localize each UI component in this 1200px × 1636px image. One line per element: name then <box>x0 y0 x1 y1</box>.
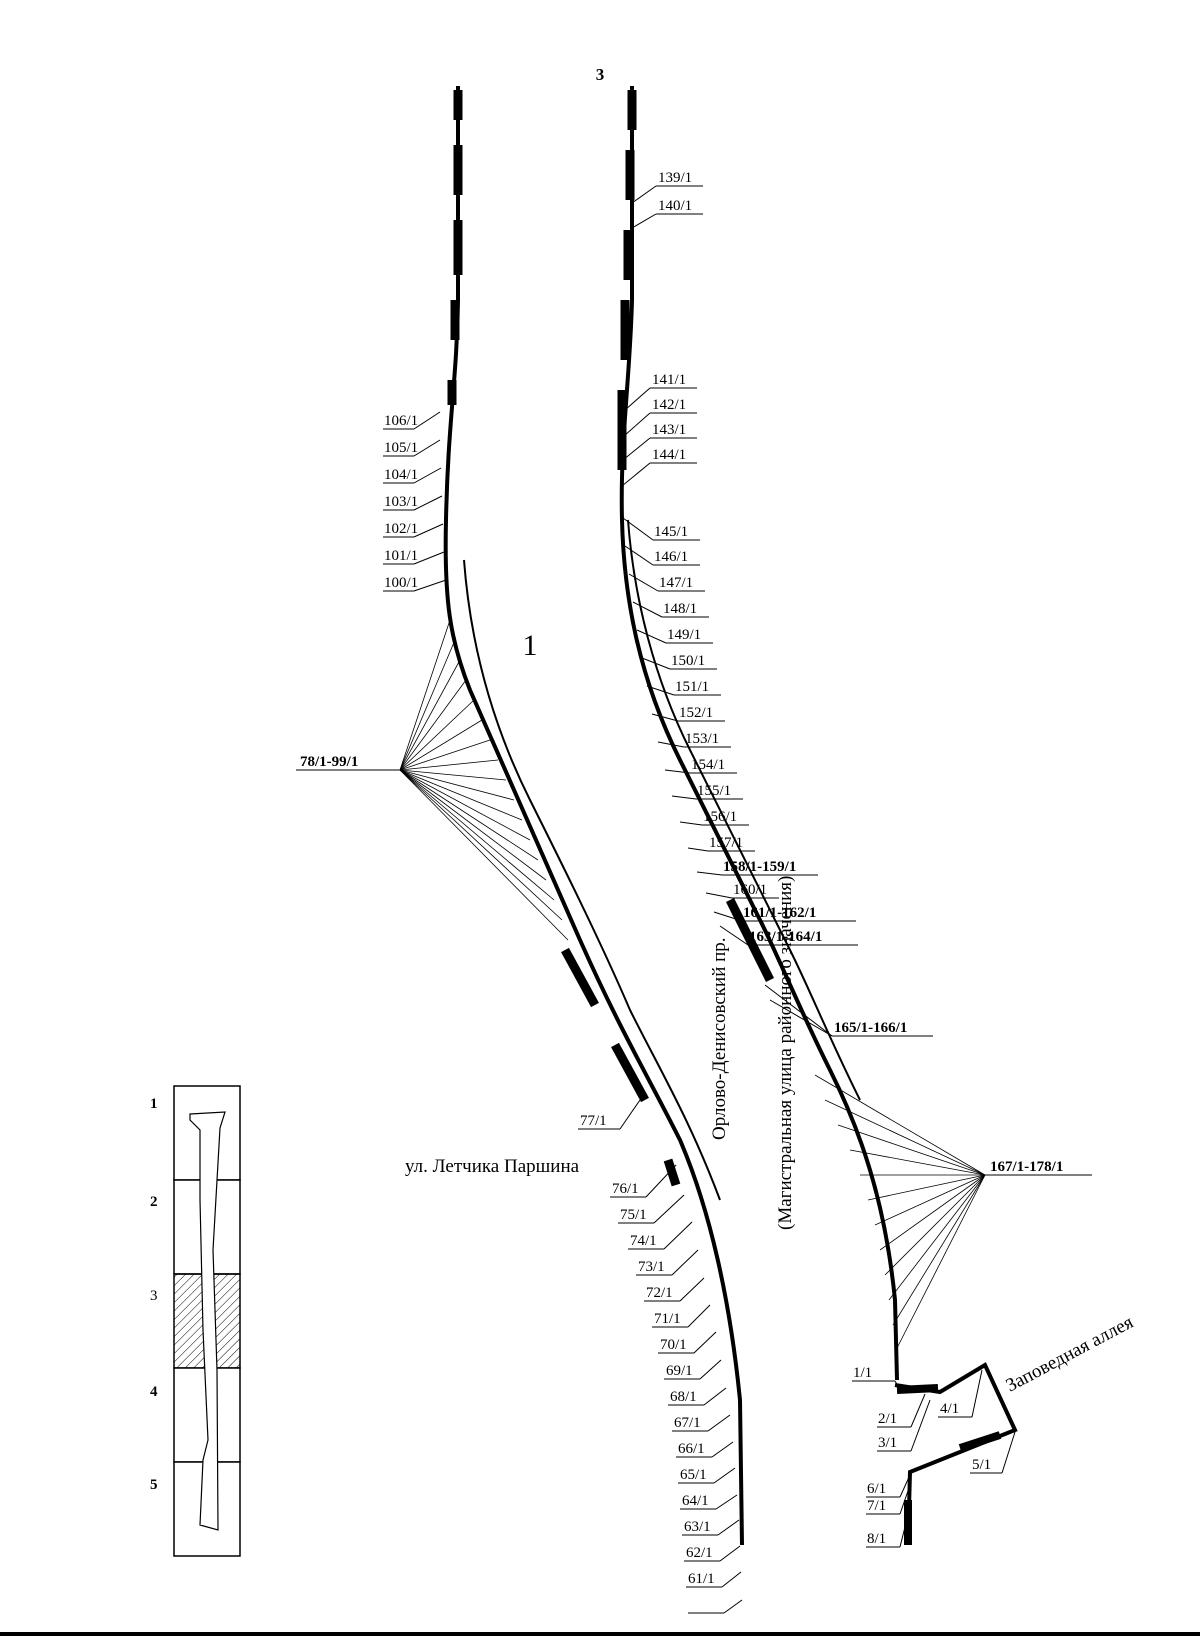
zapovednaya-line <box>894 1362 1018 1546</box>
pole-label: 160/1 <box>733 882 767 898</box>
pole-label: 156/1 <box>703 809 737 825</box>
pole-label: 150/1 <box>671 653 705 669</box>
leaders-left-lower <box>578 1099 743 1614</box>
pole-label: 142/1 <box>652 397 686 413</box>
pole-label: 100/1 <box>384 575 418 591</box>
pole-label: 72/1 <box>646 1285 673 1301</box>
pole-label: 61/1 <box>688 1571 715 1587</box>
pole-label: 104/1 <box>384 467 418 483</box>
pole-label: 1/1 <box>853 1365 872 1381</box>
pole-label: 141/1 <box>652 372 686 388</box>
bottom-border <box>0 1632 1200 1636</box>
pole-label: 144/1 <box>652 447 686 463</box>
fan-right-group <box>814 1074 986 1351</box>
key-map: 1 2 3 4 5 <box>150 1085 241 1557</box>
pole-label: 154/1 <box>691 757 725 773</box>
labels-right-upper: 139/1 140/1 141/1 142/1 143/1 144/1 <box>652 170 692 463</box>
pole-label: 4/1 <box>940 1401 959 1417</box>
pole-label: 143/1 <box>652 422 686 438</box>
leaders-right-lower <box>622 517 1092 1176</box>
key-row-label: 2 <box>150 1194 158 1210</box>
block-number: 1 <box>523 629 538 662</box>
street-label-zapovednaya: Заповедная аллея <box>1002 1312 1137 1397</box>
pole-label: 7/1 <box>867 1498 886 1514</box>
group-label: 78/1-99/1 <box>300 754 358 770</box>
pole-label: 153/1 <box>685 731 719 747</box>
pole-label: 74/1 <box>630 1233 657 1249</box>
pole-label: 155/1 <box>697 783 731 799</box>
pole-label: 71/1 <box>654 1311 681 1327</box>
pole-label: 147/1 <box>659 575 693 591</box>
street-label-letchika: ул. Летчика Паршина <box>405 1156 580 1177</box>
pole-label: 102/1 <box>384 521 418 537</box>
pole-label: 70/1 <box>660 1337 687 1353</box>
pole-label: 163/1-164/1 <box>749 929 822 945</box>
street-label-orlovo-note: (Магистральная улица районного значения) <box>775 876 796 1230</box>
pole-label: 64/1 <box>682 1493 709 1509</box>
pole-label: 68/1 <box>670 1389 697 1405</box>
pole-label: 146/1 <box>654 549 688 565</box>
group-label: 167/1-178/1 <box>990 1159 1063 1175</box>
pole-label: 140/1 <box>658 198 692 214</box>
pole-label: 8/1 <box>867 1531 886 1547</box>
key-row-label: 1 <box>150 1096 158 1112</box>
pole-label: 75/1 <box>620 1207 647 1223</box>
street-label-orlovo: Орлово-Денисовский пр. <box>709 937 730 1140</box>
pole-label: 161/1-162/1 <box>743 905 816 921</box>
leaders-left-upper <box>296 411 447 771</box>
fan-left-group <box>399 619 569 941</box>
leaders-right-upper <box>621 185 703 487</box>
pole-label: 62/1 <box>686 1545 713 1561</box>
pole-label: 103/1 <box>384 494 418 510</box>
labels-zapovednaya: 1/1 2/1 3/1 4/1 5/1 6/1 7/1 8/1 <box>853 1365 991 1547</box>
pole-label: 101/1 <box>384 548 418 564</box>
pole-label: 6/1 <box>867 1481 886 1497</box>
pole-label: 2/1 <box>878 1411 897 1427</box>
pole-label: 149/1 <box>667 627 701 643</box>
key-row-label: 5 <box>150 1477 158 1493</box>
pole-label: 69/1 <box>666 1363 693 1379</box>
key-row-label: 3 <box>150 1288 158 1304</box>
pole-label: 145/1 <box>654 524 688 540</box>
pole-label: 165/1-166/1 <box>834 1020 907 1036</box>
pole-label: 66/1 <box>678 1441 705 1457</box>
labels-right-lower: 145/1 146/1 147/1 148/1 149/1 150/1 151/… <box>654 524 1063 1175</box>
pole-label: 148/1 <box>663 601 697 617</box>
pole-label: 151/1 <box>675 679 709 695</box>
pole-label: 67/1 <box>674 1415 701 1431</box>
pole-label: 76/1 <box>612 1181 639 1197</box>
pole-label: 63/1 <box>684 1519 711 1535</box>
sheet-number: 3 <box>596 65 605 84</box>
pole-label: 106/1 <box>384 413 418 429</box>
pole-label: 157/1 <box>709 835 743 851</box>
labels-left-lower: 77/1 76/1 75/1 74/1 73/1 72/1 71/1 70/1 … <box>580 1113 715 1587</box>
pole-label: 73/1 <box>638 1259 665 1275</box>
pole-label: 77/1 <box>580 1113 607 1129</box>
labels-left-upper: 106/1 105/1 104/1 103/1 102/1 101/1 100/… <box>300 413 418 770</box>
pole-label: 3/1 <box>878 1435 897 1451</box>
right-cable-line <box>617 86 899 1381</box>
pole-label: 5/1 <box>972 1457 991 1473</box>
pole-label: 139/1 <box>658 170 692 186</box>
key-street-outline <box>189 1111 226 1531</box>
pole-label: 158/1-159/1 <box>723 859 796 875</box>
pole-label: 65/1 <box>680 1467 707 1483</box>
pole-label: 105/1 <box>384 440 418 456</box>
pole-label: 152/1 <box>679 705 713 721</box>
leaders-zapovednaya <box>852 1369 1016 1548</box>
left-cable-line <box>443 86 744 1546</box>
key-row-label: 4 <box>150 1384 158 1400</box>
